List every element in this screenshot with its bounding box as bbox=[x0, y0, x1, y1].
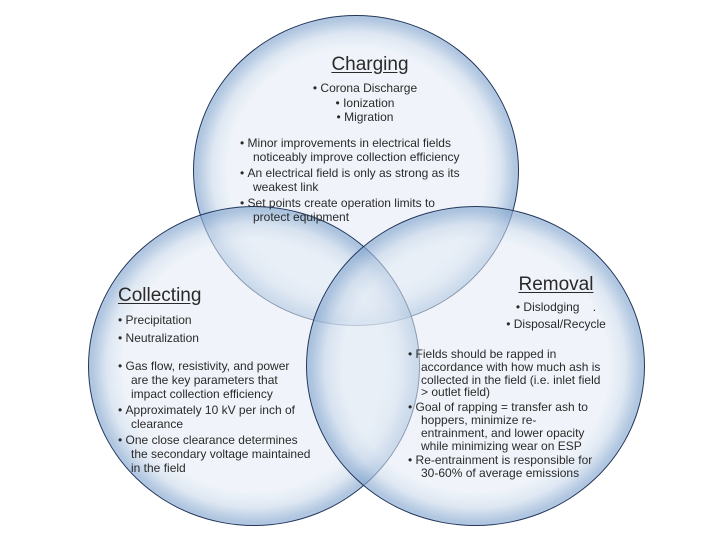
list-item: Migration bbox=[235, 110, 495, 125]
list-item: Dislodging . bbox=[466, 299, 646, 316]
list-item: One close clearance determines the secon… bbox=[118, 433, 343, 475]
list-item: Fields should be rapped in accordance wi… bbox=[408, 348, 643, 399]
list-item: Ionization bbox=[235, 96, 495, 111]
charging-title: Charging bbox=[331, 54, 409, 75]
list-item: An electrical field is only as strong as… bbox=[240, 166, 510, 194]
list-item: Corona Discharge bbox=[235, 81, 495, 96]
removal-detail-list: Fields should be rapped in accordance wi… bbox=[408, 348, 643, 482]
list-item: Minor improvements in electrical fields … bbox=[240, 136, 510, 164]
charging-bullet-list: Corona DischargeIonizationMigration bbox=[235, 81, 495, 125]
charging-detail-list: Minor improvements in electrical fields … bbox=[240, 136, 510, 226]
collecting-detail-list: Gas flow, resistivity, and power are the… bbox=[118, 359, 343, 477]
list-item: Precipitation bbox=[118, 311, 199, 329]
removal-title: Removal bbox=[518, 274, 594, 295]
removal-bullet-list: Dislodging .Disposal/Recycle bbox=[466, 299, 646, 333]
list-item: Set points create operation limits to pr… bbox=[240, 196, 510, 224]
list-item: Gas flow, resistivity, and power are the… bbox=[118, 359, 343, 401]
list-item: Approximately 10 kV per inch of clearanc… bbox=[118, 403, 343, 431]
list-item: Disposal/Recycle bbox=[466, 316, 646, 333]
list-item: Goal of rapping = transfer ash to hopper… bbox=[408, 401, 643, 452]
list-item: Re-entrainment is responsible for 30-60%… bbox=[408, 454, 643, 480]
list-item: Neutralization bbox=[118, 329, 199, 347]
collecting-bullet-list: PrecipitationNeutralization bbox=[118, 311, 199, 347]
collecting-title: Collecting bbox=[118, 285, 202, 306]
